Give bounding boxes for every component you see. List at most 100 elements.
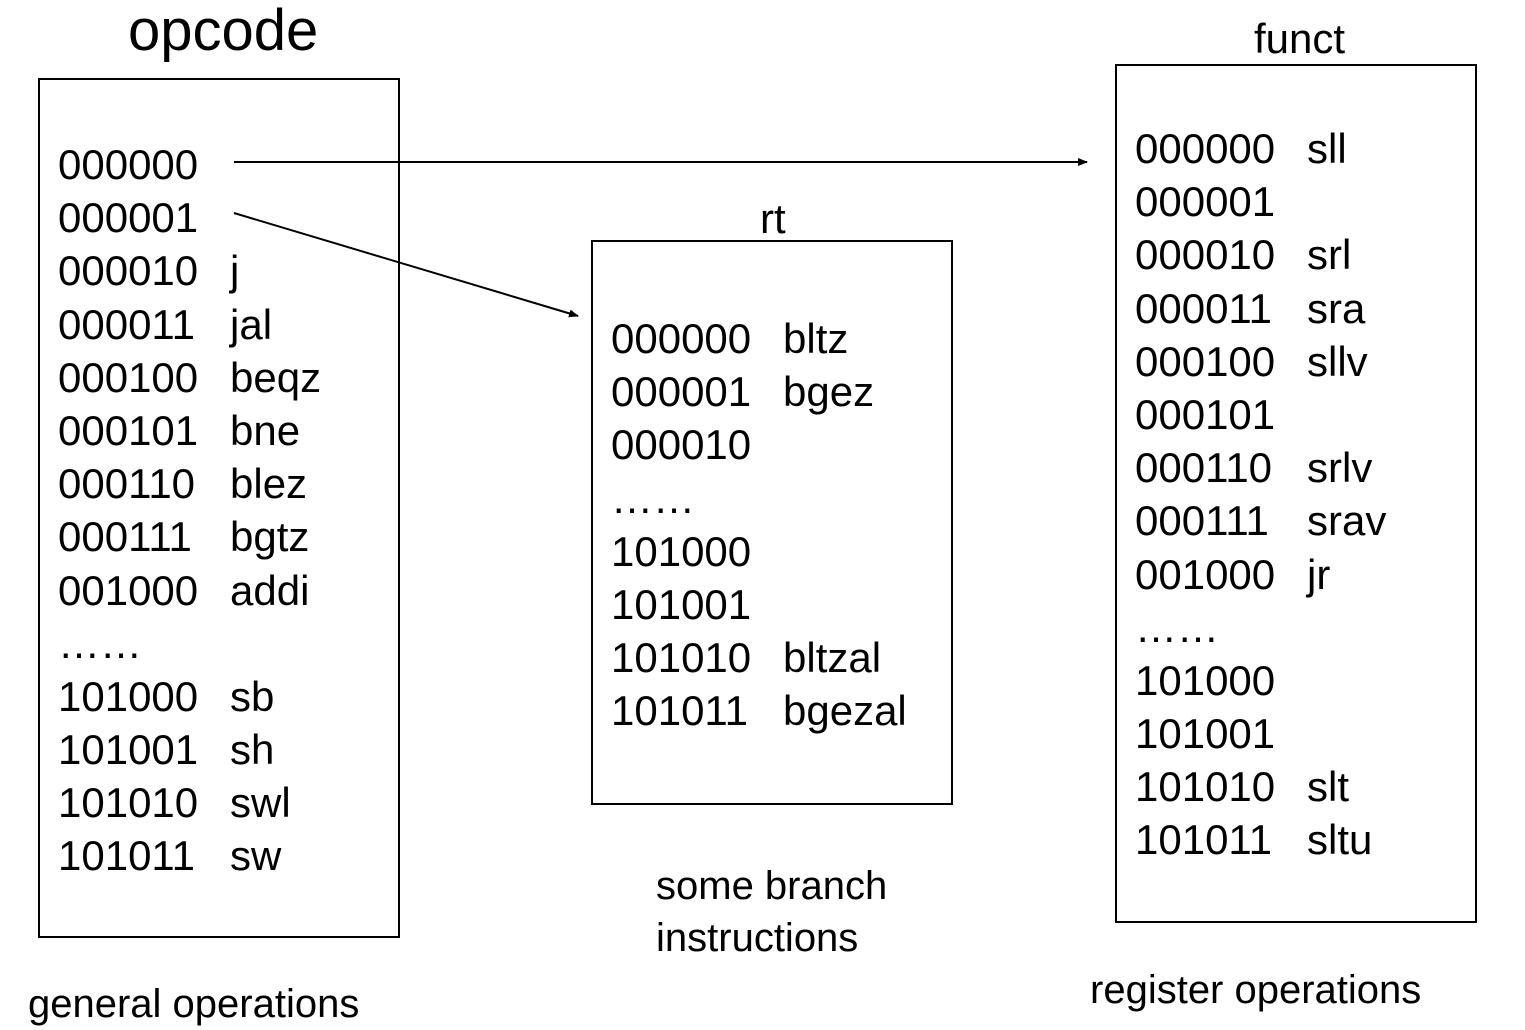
funct-row: 101001 <box>1135 707 1386 760</box>
opcode-code: 101011 <box>58 832 196 880</box>
funct-code: 000110 <box>1135 444 1273 492</box>
opcode-code: 001000 <box>58 566 199 614</box>
opcode-code: 000101 <box>58 406 199 454</box>
rt-row: 101010 bltzal <box>611 631 907 684</box>
funct-row: 000000 sll <box>1135 122 1386 175</box>
funct-mnemonic: sll <box>1307 125 1347 172</box>
opcode-row: 000100 beqz <box>58 351 321 404</box>
rt-row: 000000 bltz <box>611 312 907 365</box>
opcode-mnemonic: sh <box>230 726 275 774</box>
rt-row: 101011 bgezal <box>611 684 907 737</box>
funct-code: 000011 <box>1135 284 1273 332</box>
funct-code: 000111 <box>1135 497 1269 545</box>
opcode-row: 000000 <box>58 138 321 191</box>
funct-row: 000011 sra <box>1135 282 1386 335</box>
opcode-mnemonic: bne <box>230 406 301 454</box>
rt-title: rt <box>760 195 786 242</box>
funct-mnemonic: sllv <box>1307 337 1368 385</box>
branch-caption-line-2: instructions <box>656 916 859 960</box>
opcode-row: 101001 sh <box>58 723 321 776</box>
funct-code: 000001 <box>1135 178 1276 226</box>
rt-table: 000000 bltz 000001 bgez 000010 …… 101000 1… <box>591 240 953 805</box>
funct-title: funct <box>1254 15 1346 62</box>
rt-code: 101011 <box>611 687 749 735</box>
opcode-mnemonic: beqz <box>230 353 322 401</box>
opcode-row: …… <box>58 617 321 670</box>
funct-code: 000010 <box>1135 231 1276 279</box>
opcode-code: 000001 <box>58 194 199 242</box>
funct-mnemonic: srl <box>1307 231 1352 279</box>
opcode-mnemonic: addi <box>230 566 310 614</box>
funct-mnemonic: sra <box>1307 284 1366 332</box>
opcode-code: …… <box>58 619 142 667</box>
opcode-mnemonic: sb <box>230 672 275 720</box>
rt-code: …… <box>611 474 695 522</box>
branch-instructions-caption: some branch instructions <box>656 860 887 964</box>
general-operations-caption: general operations <box>28 982 360 1026</box>
funct-row: 001000 jr <box>1135 548 1386 601</box>
opcode-code: 000110 <box>58 460 196 508</box>
opcode-row: 000101 bne <box>58 404 321 457</box>
rt-code: 000000 <box>611 315 752 362</box>
opcode-mnemonic: blez <box>230 460 308 508</box>
funct-row: 000010 srl <box>1135 228 1386 281</box>
funct-row: 000101 <box>1135 388 1386 441</box>
opcode-code: 000000 <box>58 141 199 188</box>
funct-code: 101010 <box>1135 763 1276 811</box>
funct-mnemonic: srav <box>1307 497 1387 545</box>
opcode-row: 101000 sb <box>58 670 321 723</box>
rt-row: 000001 bgez <box>611 365 907 418</box>
rt-row: …… <box>611 472 907 525</box>
funct-mnemonic: jr <box>1307 550 1331 598</box>
opcode-code: 000111 <box>58 513 192 561</box>
opcode-code: 101001 <box>58 726 199 774</box>
opcode-code: 101010 <box>58 779 199 827</box>
opcode-code: 101000 <box>58 672 199 720</box>
rt-code: 000001 <box>611 368 752 416</box>
opcode-row: 001000 addi <box>58 564 321 617</box>
funct-row: 101010 slt <box>1135 760 1386 813</box>
rt-code: 101010 <box>611 634 752 682</box>
rt-code: 000010 <box>611 421 752 469</box>
opcode-mnemonic: jal <box>230 300 273 348</box>
opcode-mnemonic: sw <box>230 832 282 880</box>
opcode-mnemonic: bgtz <box>230 513 310 561</box>
funct-code: 000100 <box>1135 337 1276 385</box>
opcode-mnemonic: j <box>230 247 240 295</box>
rt-entries: 000000 bltz 000001 bgez 000010 …… 101000 1… <box>611 312 907 738</box>
funct-table: 000000 sll 000001 000010 srl 000011 sra 000… <box>1115 64 1477 923</box>
funct-code: 000101 <box>1135 390 1276 438</box>
opcode-title: opcode <box>128 0 319 63</box>
rt-code: 101000 <box>611 527 752 575</box>
rt-mnemonic: bgez <box>783 368 875 416</box>
funct-code: 001000 <box>1135 550 1276 598</box>
funct-entries: 000000 sll 000001 000010 srl 000011 sra 000… <box>1135 122 1386 867</box>
funct-row: 101000 <box>1135 654 1386 707</box>
funct-mnemonic: slt <box>1307 763 1349 811</box>
rt-row: 101000 <box>611 525 907 578</box>
funct-row: …… <box>1135 601 1386 654</box>
rt-mnemonic: bltz <box>783 315 849 362</box>
funct-row: 000001 <box>1135 175 1386 228</box>
opcode-code: 000100 <box>58 353 199 401</box>
register-operations-caption: register operations <box>1090 968 1422 1012</box>
funct-code: 101000 <box>1135 656 1276 704</box>
funct-code: …… <box>1135 603 1219 651</box>
funct-code: 000000 <box>1135 125 1276 172</box>
funct-row: 000111 srav <box>1135 494 1386 547</box>
funct-row: 000100 sllv <box>1135 335 1386 388</box>
rt-mnemonic: bgezal <box>783 687 907 735</box>
branch-caption-line-1: some branch <box>656 864 888 908</box>
funct-mnemonic: sltu <box>1307 816 1373 864</box>
funct-code: 101001 <box>1135 710 1276 758</box>
opcode-row: 101011 sw <box>58 829 321 882</box>
rt-code: 101001 <box>611 580 752 628</box>
rt-mnemonic: bltzal <box>783 634 882 682</box>
funct-code: 101011 <box>1135 816 1273 864</box>
funct-row: 101011 sltu <box>1135 813 1386 866</box>
